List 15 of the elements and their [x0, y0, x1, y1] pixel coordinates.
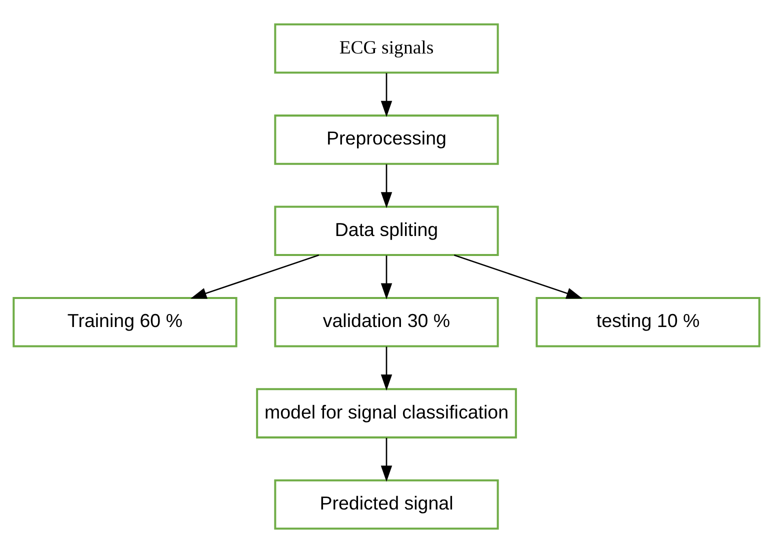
node-box: ECG signals: [274, 22, 499, 74]
node-box: Data spliting: [274, 205, 499, 256]
node-box: testing 10 %: [536, 296, 760, 347]
arrow: [380, 72, 392, 116]
arrow: [190, 254, 320, 298]
node-box: Training 60 %: [12, 296, 238, 347]
node-box: validation 30 %: [274, 296, 499, 347]
arrow: [454, 254, 583, 298]
node-box: Predicted signal: [274, 478, 499, 530]
arrow: [380, 346, 392, 390]
arrow: [380, 164, 392, 208]
arrow: [380, 437, 392, 482]
node-box: Preprocessing: [274, 114, 499, 164]
arrow: [380, 255, 392, 299]
node-box: model for signal classification: [256, 388, 517, 438]
